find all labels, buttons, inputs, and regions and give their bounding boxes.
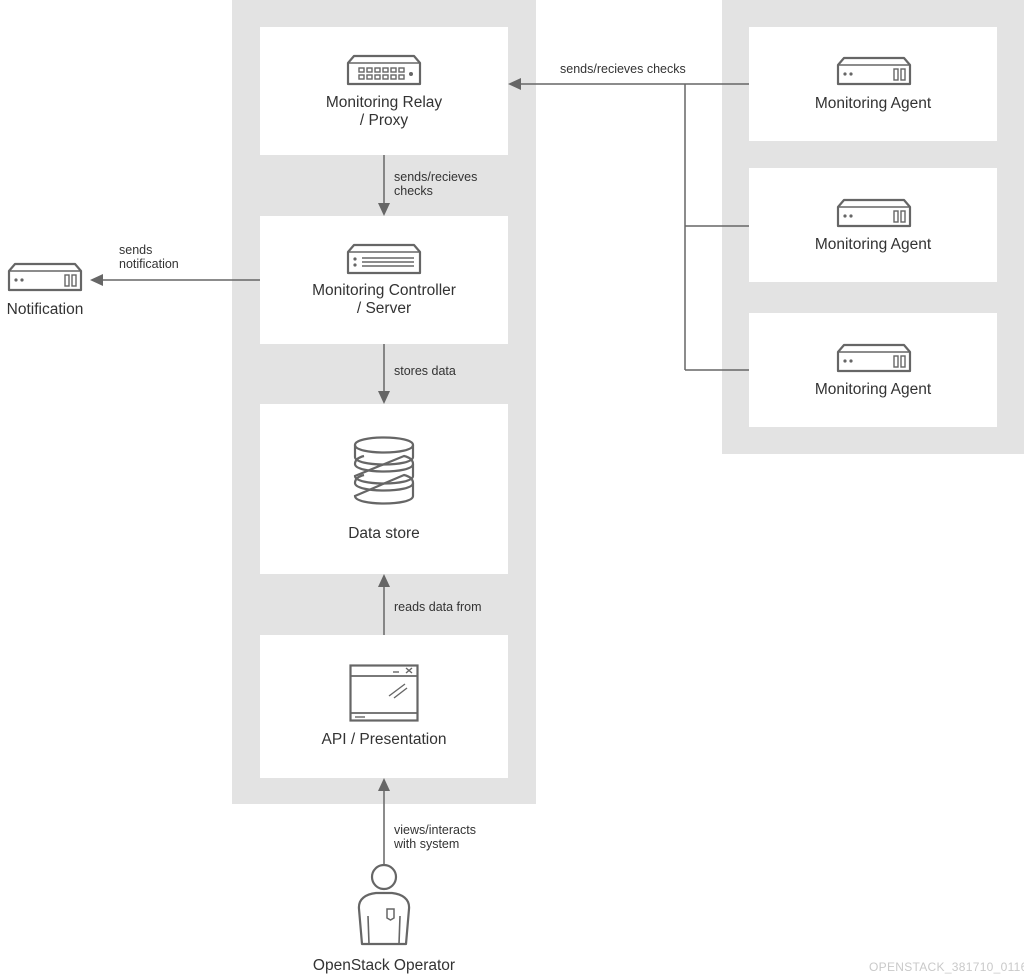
- controller-to-datastore-label: stores data: [394, 364, 456, 378]
- arrowhead-to-notification: [90, 274, 103, 286]
- database-icon: [353, 436, 415, 505]
- arrowhead-to-controller: [378, 203, 390, 216]
- arrowhead-from-api-to-datastore: [378, 574, 390, 587]
- operator-person-icon: [357, 863, 411, 946]
- arrowhead-to-datastore: [378, 391, 390, 404]
- application-window-icon: [349, 664, 419, 722]
- network-switch-icon: [346, 54, 422, 86]
- agent-label-3: Monitoring Agent: [814, 381, 932, 398]
- notification-device-icon: [7, 262, 83, 292]
- notification-label: Notification: [6, 301, 84, 318]
- api-box: [260, 635, 508, 778]
- agents-to-relay-label: sends/recieves checks: [560, 62, 686, 76]
- operator-label: OpenStack Operator: [312, 957, 456, 974]
- datastore-label: Data store: [348, 525, 420, 542]
- relay-label: Monitoring Relay / Proxy: [325, 94, 443, 129]
- api-to-datastore-label: reads data from: [394, 600, 482, 614]
- controller-to-notification-label: sends notification: [119, 243, 179, 271]
- agent-device-icon: [836, 343, 912, 373]
- server-icon: [346, 243, 422, 275]
- agent-device-icon: [836, 198, 912, 228]
- agent-label-1: Monitoring Agent: [814, 95, 932, 112]
- controller-box: [260, 216, 508, 344]
- operator-to-api-label: views/interacts with system: [394, 823, 476, 851]
- agent-label-2: Monitoring Agent: [814, 236, 932, 253]
- figure-id-watermark: OPENSTACK_381710_0116: [869, 960, 1024, 974]
- arrowhead-to-relay: [508, 78, 521, 90]
- relay-to-controller-label: sends/recieves checks: [394, 170, 478, 198]
- controller-label: Monitoring Controller / Server: [312, 282, 456, 317]
- relay-box: [260, 27, 508, 155]
- agent-device-icon: [836, 56, 912, 86]
- arrowhead-to-api: [378, 778, 390, 791]
- api-label: API / Presentation: [321, 731, 447, 748]
- datastore-box: [260, 404, 508, 574]
